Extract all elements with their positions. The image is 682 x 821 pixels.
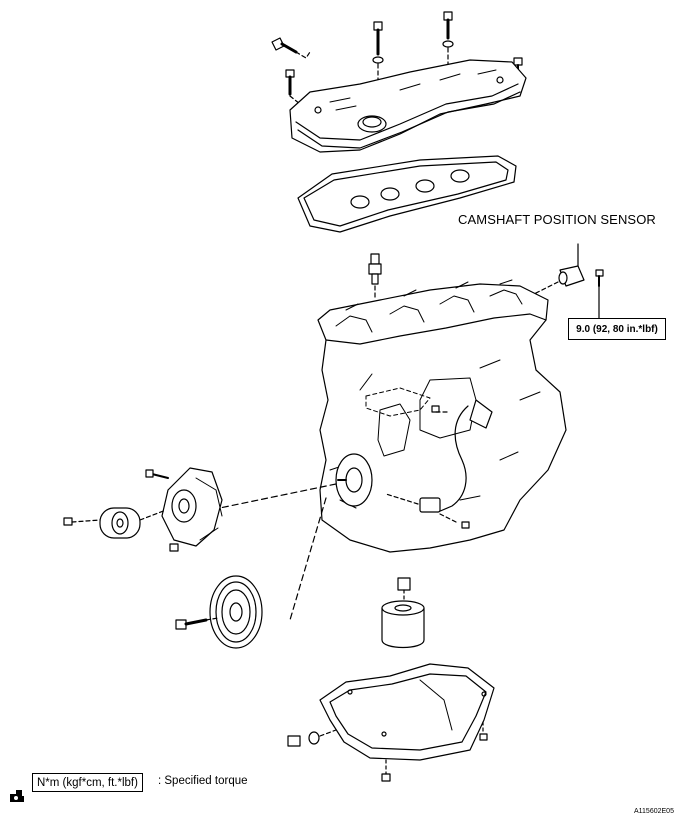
camshaft-position-sensor <box>529 243 604 319</box>
spark-plug <box>368 253 382 301</box>
legend-description: : Specified torque <box>158 775 248 787</box>
crankshaft-sensor-harness <box>385 399 493 529</box>
figure-code: A115602E05 <box>634 808 674 815</box>
crankshaft-front <box>209 453 373 621</box>
torque-wrench-icon <box>10 790 24 802</box>
head-cover-gasket <box>297 155 517 233</box>
camshaft-position-sensor-label: CAMSHAFT POSITION SENSOR <box>458 212 656 227</box>
crankshaft-pulley <box>175 575 263 649</box>
legend-torque-unit: N*m (kgf*cm, ft.*lbf) <box>32 773 143 792</box>
oil-pan <box>287 663 495 782</box>
water-pump <box>63 467 223 552</box>
cylinder-head-cover <box>289 59 527 153</box>
sensor-torque-spec: 9.0 (92, 80 in.*lbf) <box>568 318 666 340</box>
engine-block <box>317 279 567 553</box>
oil-filter <box>381 577 425 649</box>
